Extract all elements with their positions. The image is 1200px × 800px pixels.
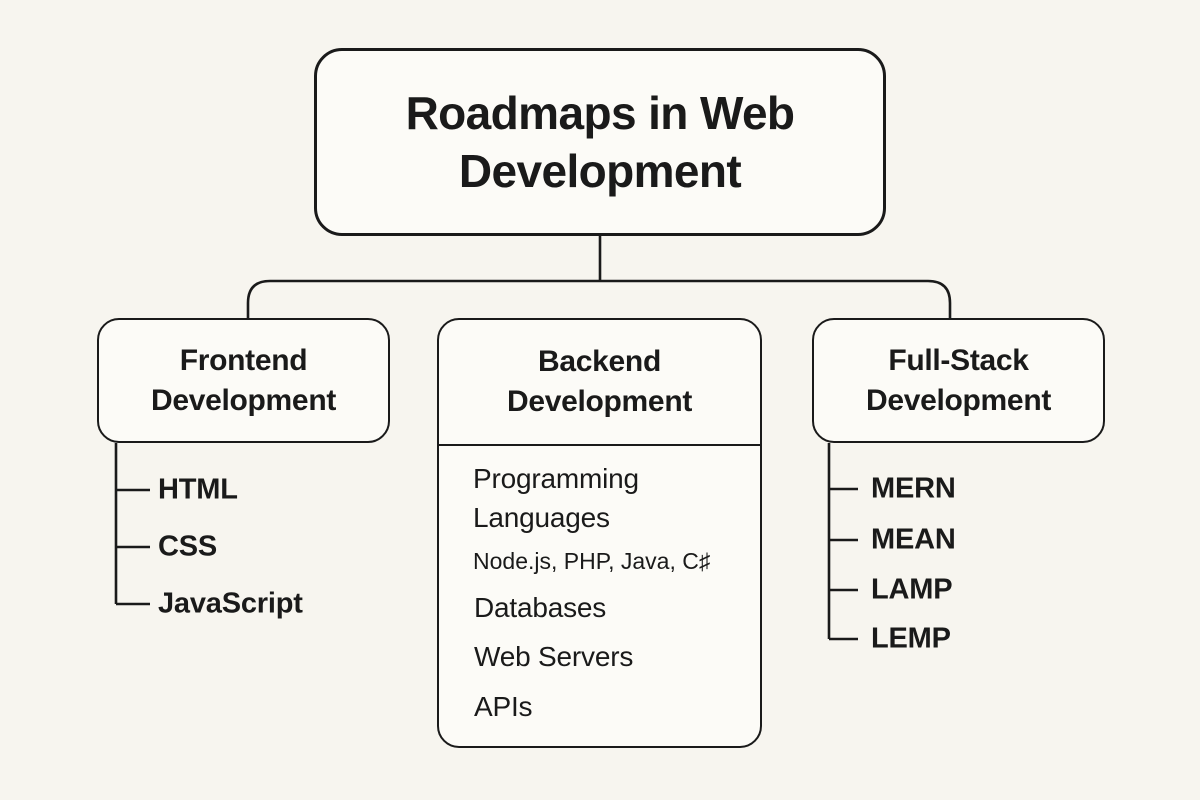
backend-item-apis: APIs xyxy=(474,691,533,722)
frontend-item-javascript: JavaScript xyxy=(158,587,303,620)
root-node-label: Roadmaps in Web Development xyxy=(405,87,795,197)
fullstack-item-mean: MEAN xyxy=(871,523,956,556)
fullstack-item-mern: MERN xyxy=(871,472,956,505)
backend-node-label: Backend Development xyxy=(506,345,693,419)
frontend-tree-connector xyxy=(114,443,150,606)
frontend-item-html: HTML xyxy=(158,473,238,506)
fullstack-item-lamp: LAMP xyxy=(871,573,953,606)
fullstack-node-label: Full-Stack Development xyxy=(865,343,1052,417)
root-node: Roadmaps in Web Development xyxy=(314,48,886,236)
backend-item-web-servers: Web Servers xyxy=(474,641,634,672)
fullstack-tree-connector xyxy=(827,443,858,641)
backend-section-label: Programming Languages xyxy=(473,463,639,533)
backend-item-databases: Databases xyxy=(474,592,607,623)
backend-node-header: Backend Development xyxy=(439,320,760,447)
frontend-node: Frontend Development xyxy=(97,318,390,443)
fullstack-item-lemp: LEMP xyxy=(871,622,951,655)
backend-section-detail: Node.js, PHP, Java, C♯ xyxy=(473,548,711,574)
frontend-item-css: CSS xyxy=(158,530,218,563)
backend-node: Backend Development xyxy=(437,318,762,748)
branch-bracket-connector xyxy=(246,279,952,319)
frontend-node-label: Frontend Development xyxy=(150,343,337,417)
fullstack-node: Full-Stack Development xyxy=(812,318,1105,443)
